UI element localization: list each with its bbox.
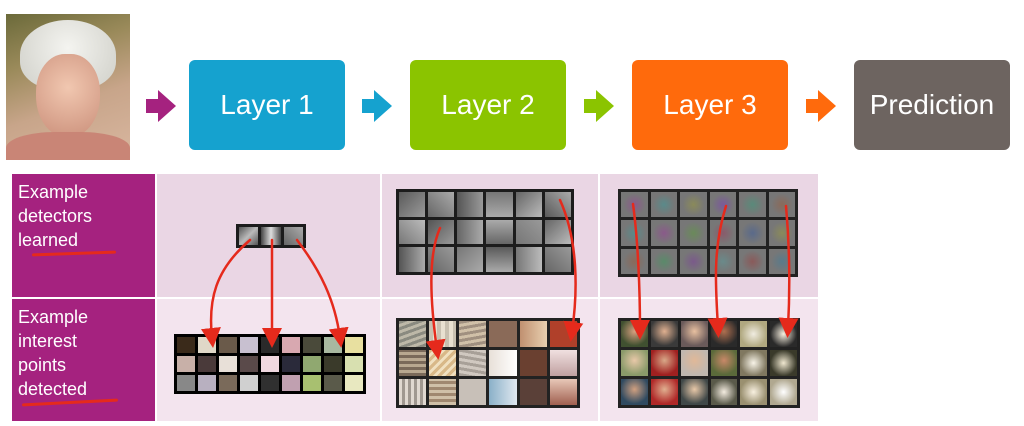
arrow-l2-b [560, 200, 576, 332]
arrow-l3-a [633, 204, 640, 330]
arrow-l1-a [211, 240, 250, 338]
arrow-l2-a [431, 228, 440, 350]
arrow-l3-c [786, 206, 789, 328]
arrow-l1-c [297, 240, 340, 338]
arrow-l3-b [716, 206, 726, 328]
